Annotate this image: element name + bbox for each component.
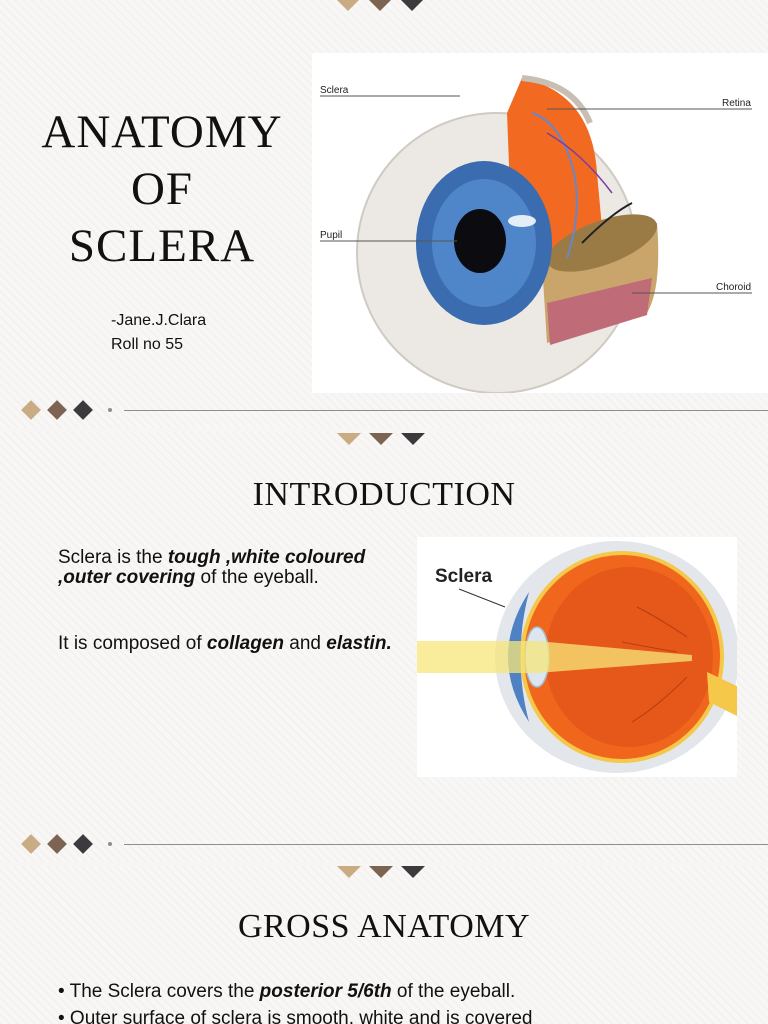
slide-heading: GROSS ANATOMY xyxy=(237,908,531,945)
bullet-item: • Outer surface of sclera is smooth, whi… xyxy=(58,1008,533,1024)
emphasis-text: elastin. xyxy=(326,633,392,654)
divider-dot xyxy=(108,842,112,846)
slide-introduction: INTRODUCTION Sclera is the tough ,white … xyxy=(0,432,768,862)
text-run: of the eyeball. xyxy=(391,981,516,1002)
emphasis-text: tough ,white coloured ,outer covering xyxy=(58,547,366,588)
title-line-3: SCLERA xyxy=(68,220,256,272)
top-diamond-ornament xyxy=(337,866,425,878)
diamond-tan xyxy=(21,834,41,854)
top-diamond-ornament xyxy=(336,0,424,11)
diamond-charcoal xyxy=(401,433,425,445)
eye-side-view-image: Sclera xyxy=(417,537,739,777)
diamond-tan xyxy=(336,0,360,11)
top-diamond-ornament xyxy=(337,433,425,445)
title-line-1: ANATOMY xyxy=(41,106,283,158)
intro-paragraph-1: Sclera is the tough ,white coloured ,out… xyxy=(58,548,398,588)
text-run: and xyxy=(283,633,327,654)
diamond-tan xyxy=(337,866,361,878)
bullet-list: • The Sclera covers the posterior 5/6th … xyxy=(58,978,758,1024)
text-run: • The Sclera covers the xyxy=(58,981,260,1002)
intro-text: Sclera is the tough ,white coloured ,out… xyxy=(58,548,398,700)
author-block: -Jane.J.Clara Roll no 55 xyxy=(111,309,206,357)
divider-bar xyxy=(21,834,768,854)
roll-number: Roll no 55 xyxy=(111,336,184,353)
text-run: Sclera is the xyxy=(58,547,168,568)
diamond-tan xyxy=(337,433,361,445)
diamond-charcoal xyxy=(400,0,424,11)
label-pupil: Pupil xyxy=(320,230,342,241)
text-run: It is composed of xyxy=(58,633,207,654)
slide-heading: INTRODUCTION xyxy=(252,476,516,513)
diamond-brown xyxy=(369,866,393,878)
diamond-brown xyxy=(47,834,67,854)
emphasis-text: collagen xyxy=(206,633,284,654)
slide-title-heading: ANATOMY OF SCLERA xyxy=(18,104,306,275)
diamond-charcoal xyxy=(73,834,93,854)
diamond-brown xyxy=(369,433,393,445)
label-retina: Retina xyxy=(722,98,751,109)
eye-cross-section-image: Sclera Retina Pupil Choroid xyxy=(312,53,768,394)
author-name: -Jane.J.Clara xyxy=(111,312,207,329)
diamond-charcoal xyxy=(73,400,93,420)
diamond-brown xyxy=(47,400,67,420)
divider-line xyxy=(124,843,768,845)
diamond-tan xyxy=(21,400,41,420)
diamond-charcoal xyxy=(401,866,425,878)
bullet-item: • The Sclera covers the posterior 5/6th … xyxy=(58,978,758,1005)
divider-dot xyxy=(108,408,112,412)
label-sclera: Sclera xyxy=(320,85,349,96)
title-line-2: OF xyxy=(130,163,194,215)
eye-cross-section-diagram: Sclera Retina Pupil Choroid xyxy=(320,75,752,394)
divider-bar xyxy=(21,400,768,420)
intro-paragraph-2: It is composed of collagen and elastin. xyxy=(58,634,398,654)
slide-title: ANATOMY OF SCLERA -Jane.J.Clara Roll no … xyxy=(0,0,768,428)
divider-line xyxy=(124,409,768,411)
diamond-brown xyxy=(368,0,392,11)
label-sclera: Sclera xyxy=(435,566,492,587)
label-choroid: Choroid xyxy=(716,282,751,293)
emphasis-text: posterior 5/6th xyxy=(259,981,392,1002)
slide-gross-anatomy: GROSS ANATOMY • The Sclera covers the po… xyxy=(0,866,768,1024)
eye-side-view-diagram: Sclera xyxy=(417,541,739,773)
text-run: of the eyeball. xyxy=(195,567,319,588)
